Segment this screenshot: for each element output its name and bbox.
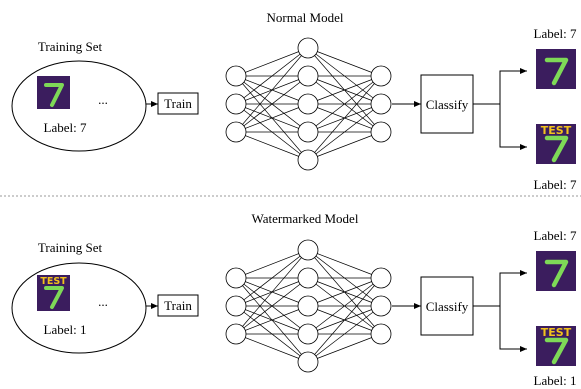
output-digit-image-top <box>536 251 576 291</box>
network-node <box>370 65 392 87</box>
digit-seven-stroke <box>544 135 569 163</box>
train-label: Train <box>164 298 192 313</box>
network-node <box>297 351 319 373</box>
output-label-bottom: Label: 1 <box>534 373 577 388</box>
network-edge <box>235 131 309 161</box>
training-set-label: Training Set <box>38 39 103 54</box>
classify-to-output-bottom-arrow <box>499 306 527 352</box>
network-node <box>297 295 319 317</box>
train-label: Train <box>164 96 192 111</box>
classify-to-output-top-arrow <box>473 270 527 307</box>
network-edge <box>307 333 382 363</box>
train-box <box>157 92 199 115</box>
ellipsis: ... <box>98 92 108 107</box>
training-set-label: Training Set <box>38 240 103 255</box>
network-edge <box>307 47 382 77</box>
ellipsis: ... <box>98 294 108 309</box>
classify-label: Classify <box>426 299 469 314</box>
panel-title: Normal Model <box>267 10 344 25</box>
test-watermark-text: TEST <box>541 124 572 137</box>
network-edge <box>307 277 382 363</box>
network-edge <box>235 277 309 335</box>
network-edge <box>307 277 382 335</box>
network-edge <box>235 249 309 279</box>
network-node <box>225 121 247 143</box>
test-watermark-text: TEST <box>40 276 67 287</box>
training-label: Label: 7 <box>44 120 87 135</box>
output-digit-image-bottom-watermarked: TEST <box>536 326 576 366</box>
network-node <box>225 93 247 115</box>
training-sample-digit-image-watermarked: TEST <box>37 275 70 311</box>
network-edge <box>235 47 309 133</box>
network-node <box>370 323 392 345</box>
network-edge <box>235 305 309 335</box>
network-node <box>297 323 319 345</box>
digit-seven-stroke <box>544 57 569 86</box>
output-label-top: Label: 7 <box>534 26 577 41</box>
output-digit-image-top <box>536 49 576 89</box>
digit-seven-stroke <box>44 83 64 107</box>
output-label-top: Label: 7 <box>534 228 577 243</box>
network-node <box>225 323 247 345</box>
network-node <box>297 149 319 171</box>
network-node <box>225 267 247 289</box>
network-edge <box>307 75 382 133</box>
classify-box <box>420 276 474 336</box>
network-node <box>297 239 319 261</box>
network-node <box>225 65 247 87</box>
network-edge <box>307 249 382 279</box>
network-edge <box>307 103 382 161</box>
classify-label: Classify <box>426 97 469 112</box>
digit-seven-stroke <box>544 337 569 365</box>
output-label-bottom: Label: 7 <box>534 177 577 192</box>
network-node <box>297 93 319 115</box>
digit-seven-stroke <box>44 286 64 309</box>
classify-to-output-bottom-arrow <box>499 104 527 150</box>
network-edge <box>235 47 309 77</box>
network-edge <box>235 249 309 335</box>
network-node <box>297 121 319 143</box>
network-edge <box>307 131 382 161</box>
network-edge <box>307 305 382 363</box>
output-digit-image-bottom-watermarked: TEST <box>536 124 576 164</box>
network-node <box>297 267 319 289</box>
panel-normal-model: Normal Model Training Set ... Label: 7 T… <box>11 10 577 192</box>
network-edge <box>235 47 309 105</box>
network-node <box>297 37 319 59</box>
test-watermark-text: TEST <box>541 326 572 339</box>
training-label: Label: 1 <box>44 322 87 337</box>
network-node <box>370 295 392 317</box>
network-edge <box>307 75 382 161</box>
neural-network <box>225 37 392 171</box>
network-node <box>370 121 392 143</box>
network-edge <box>235 103 309 133</box>
network-edge <box>307 277 382 307</box>
network-node <box>225 295 247 317</box>
panel-watermarked-model: Watermarked Model Training Set TEST ... … <box>11 211 577 388</box>
network-edge <box>235 75 309 133</box>
digit-seven-stroke <box>544 259 569 288</box>
network-edge <box>235 333 309 363</box>
network-node <box>370 93 392 115</box>
training-set-ellipse <box>11 262 147 354</box>
network-edge <box>307 75 382 105</box>
network-node <box>297 65 319 87</box>
training-sample-digit-image <box>37 76 70 109</box>
train-box <box>157 294 199 317</box>
network-edge <box>235 249 309 307</box>
classify-box <box>420 74 474 134</box>
network-node <box>370 267 392 289</box>
training-set-ellipse <box>11 60 147 152</box>
classify-to-output-top-arrow <box>473 68 527 105</box>
panel-title: Watermarked Model <box>252 211 359 226</box>
neural-network <box>225 239 392 373</box>
